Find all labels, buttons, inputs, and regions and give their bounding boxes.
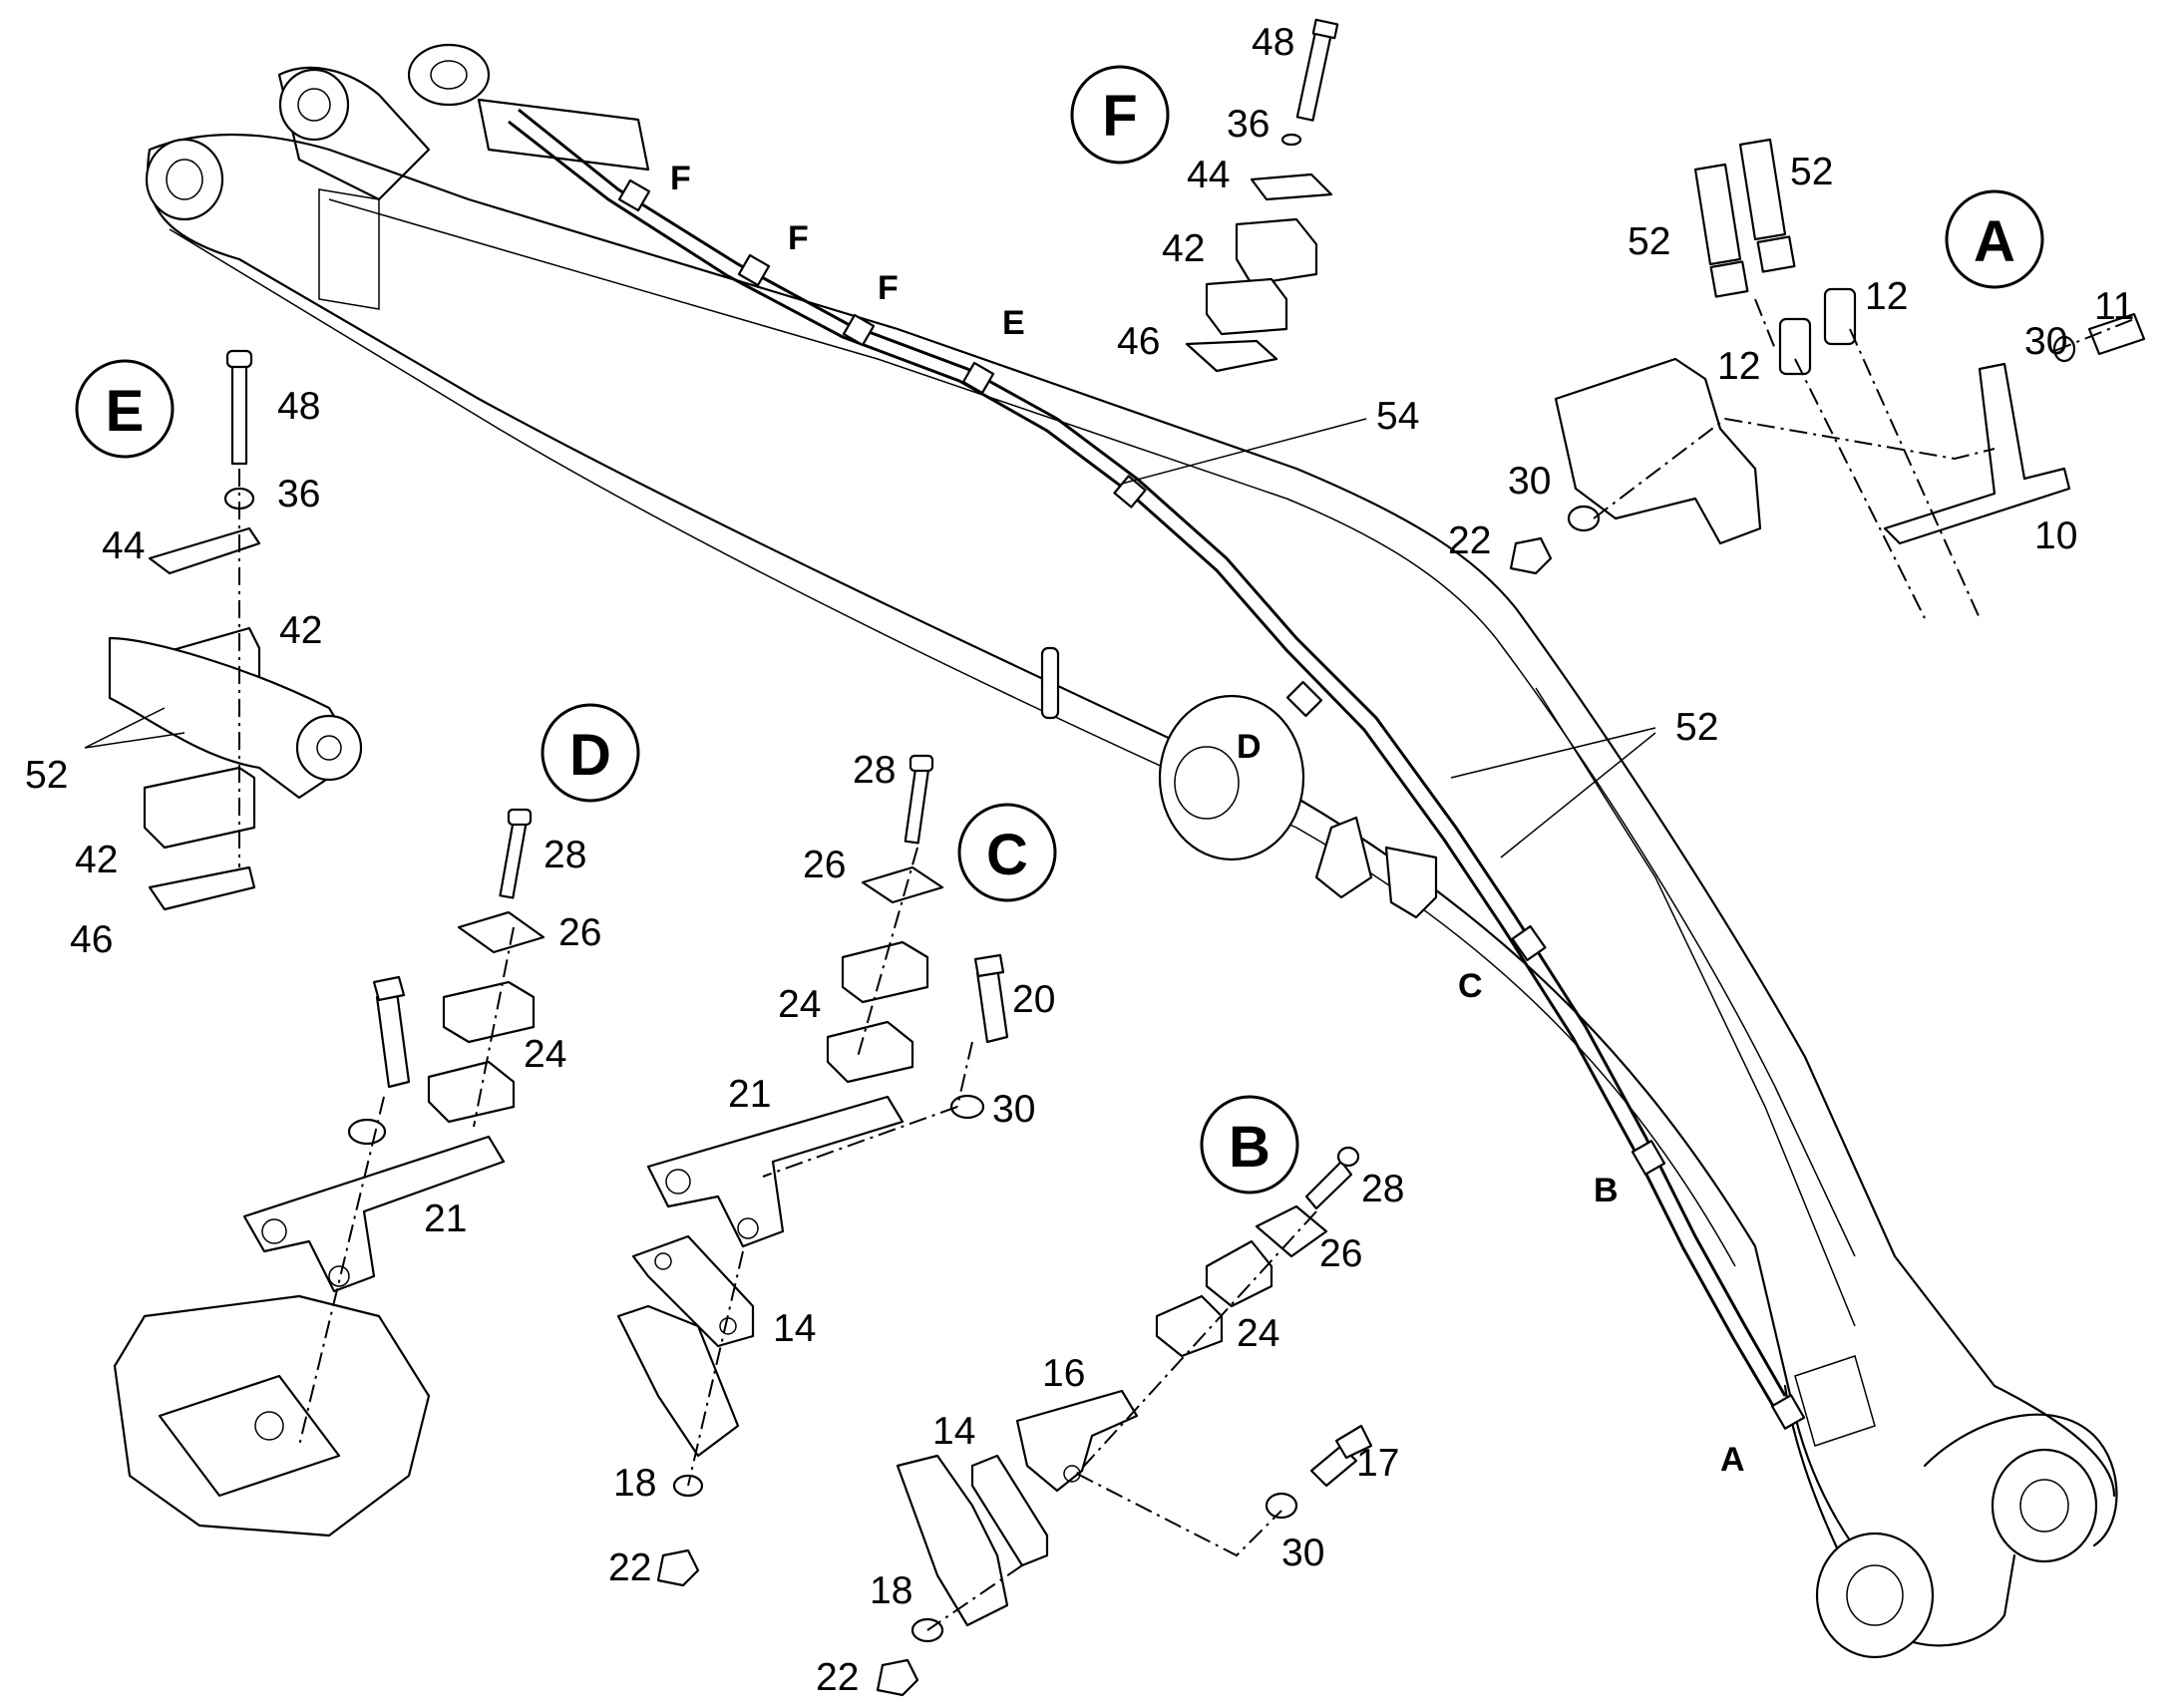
detail-e: E 48 36 44 42 52 42 46	[25, 349, 363, 961]
e-label-bolt-48: 48	[277, 385, 320, 428]
a-label-fitting-12-right: 12	[1865, 275, 1908, 318]
b-label-nut-22: 22	[816, 1656, 859, 1699]
callout-a: A	[1974, 209, 2015, 274]
a-label-washer-30: 30	[2024, 320, 2067, 363]
b-label-clamp-24: 24	[1237, 1312, 1279, 1355]
c-label-clamp-24: 24	[778, 983, 821, 1026]
mark-f-3: F	[878, 269, 899, 307]
e-label-plate-44: 44	[102, 524, 145, 567]
e-label-clamp-42-bottom: 42	[75, 839, 118, 881]
boom-location-marks: F F F E D C B A	[670, 160, 1745, 1479]
callout-circle-f	[1070, 65, 1170, 165]
detail-f: F 48 36 44 42 46	[1070, 18, 1339, 373]
detail-c: C 28 26 24 20 30 21 14 18 22	[608, 749, 1057, 1589]
a-label-hose-52-left: 52	[1628, 220, 1670, 263]
f-label-base-46: 46	[1117, 320, 1160, 363]
callout-circle-d	[541, 703, 640, 803]
c-label-spacer-14: 14	[773, 1307, 816, 1350]
mark-f-1: F	[670, 160, 691, 197]
e-label-hoses-52: 52	[25, 754, 68, 797]
callout-f: F	[1102, 84, 1137, 149]
callout-b: B	[1229, 1115, 1271, 1180]
f-label-washer-36: 36	[1227, 103, 1270, 146]
b-label-bolt-17: 17	[1356, 1442, 1399, 1485]
callout-circle-b	[1200, 1095, 1299, 1195]
a-label-hose-52-right: 52	[1790, 151, 1833, 193]
a-label-bolt-11: 11	[2094, 285, 2135, 328]
e-label-clamp-42-top: 42	[279, 609, 322, 652]
hose-lines	[508, 108, 1806, 1430]
f-label-bolt-48: 48	[1252, 21, 1294, 64]
b-label-washer-18: 18	[870, 1569, 912, 1612]
a-label-fitting-12-left: 12	[1717, 345, 1760, 388]
d-label-bolt-28: 28	[544, 834, 586, 876]
c-label-bolt-28: 28	[853, 749, 896, 792]
e-label-washer-36: 36	[277, 473, 320, 515]
detail-a: A 52 52 12 12 11 30 10 30 22	[1448, 138, 2146, 619]
detail-d: D 28 26 24 21	[113, 703, 640, 1537]
boom-assembly	[145, 43, 2118, 1659]
label-hose-54: 54	[1376, 395, 1419, 438]
mark-a: A	[1720, 1441, 1745, 1479]
c-label-bolt-20: 20	[1012, 978, 1055, 1021]
b-label-plate-26: 26	[1319, 1232, 1362, 1275]
callout-e: E	[106, 379, 145, 444]
f-label-plate-44: 44	[1187, 154, 1230, 196]
a-label-nut-22: 22	[1448, 519, 1491, 562]
e-label-base-46: 46	[70, 918, 113, 961]
callout-circle-c	[957, 803, 1057, 902]
boom-leaders: 54 52	[1121, 395, 1718, 858]
mark-d: D	[1237, 728, 1262, 766]
callout-circle-a	[1945, 189, 2044, 289]
a-label-washer-30-b: 30	[1508, 460, 1551, 503]
detail-b: B 28 26 24 16 14 17 30 18 22	[816, 1095, 1404, 1699]
mark-c: C	[1458, 967, 1483, 1005]
callout-circle-e	[75, 359, 175, 459]
label-hose-52: 52	[1675, 706, 1718, 749]
mark-b: B	[1594, 1172, 1619, 1209]
b-label-bolt-28: 28	[1361, 1168, 1404, 1210]
b-label-bracket-16: 16	[1042, 1352, 1085, 1395]
a-label-bracket-10: 10	[2034, 514, 2077, 557]
c-label-bracket-21: 21	[728, 1073, 771, 1116]
c-label-washer-30: 30	[992, 1088, 1035, 1131]
mark-f-2: F	[788, 219, 809, 257]
f-label-clamp-42: 42	[1162, 227, 1205, 270]
c-label-nut-22: 22	[608, 1546, 651, 1589]
callout-d: D	[569, 723, 611, 788]
c-label-washer-18: 18	[613, 1462, 656, 1505]
b-label-spacer-14: 14	[932, 1410, 975, 1453]
callout-c: C	[986, 823, 1028, 887]
mark-e: E	[1002, 304, 1025, 342]
d-label-plate-26: 26	[558, 911, 601, 954]
d-label-clamp-24: 24	[524, 1033, 566, 1076]
b-label-washer-30: 30	[1281, 1532, 1324, 1574]
d-label-bracket-21: 21	[424, 1197, 467, 1240]
c-label-plate-26: 26	[803, 844, 846, 886]
